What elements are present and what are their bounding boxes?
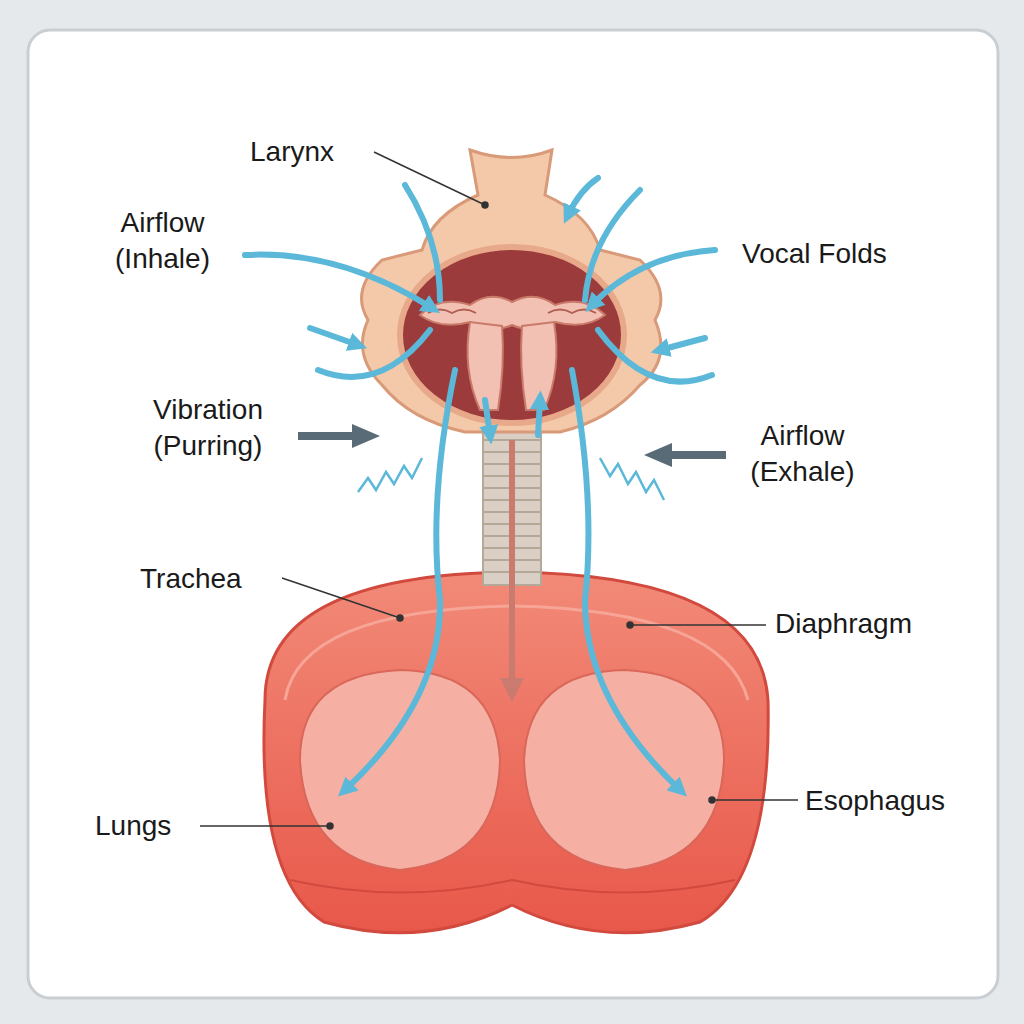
part-label: Esophagus [805, 783, 945, 819]
leader-lines [200, 152, 798, 829]
part-label: Vocal Folds [742, 236, 887, 272]
part-label: Trachea [140, 561, 242, 597]
airflow-arrow [509, 440, 515, 690]
vibration-label: Vibration (Purring) [128, 392, 288, 465]
vibration-marks [358, 458, 664, 500]
airflow-label: Airflow (Exhale) [735, 418, 870, 491]
part-label: Diaphragm [775, 606, 912, 642]
pointer-arrows [298, 424, 726, 467]
airflow-label: Airflow (Inhale) [100, 205, 225, 278]
diaphragm-figure [264, 572, 768, 933]
panel [28, 30, 998, 998]
part-label: Lungs [95, 808, 171, 844]
part-label: Larynx [250, 134, 334, 170]
airflow-arrows [245, 178, 715, 790]
